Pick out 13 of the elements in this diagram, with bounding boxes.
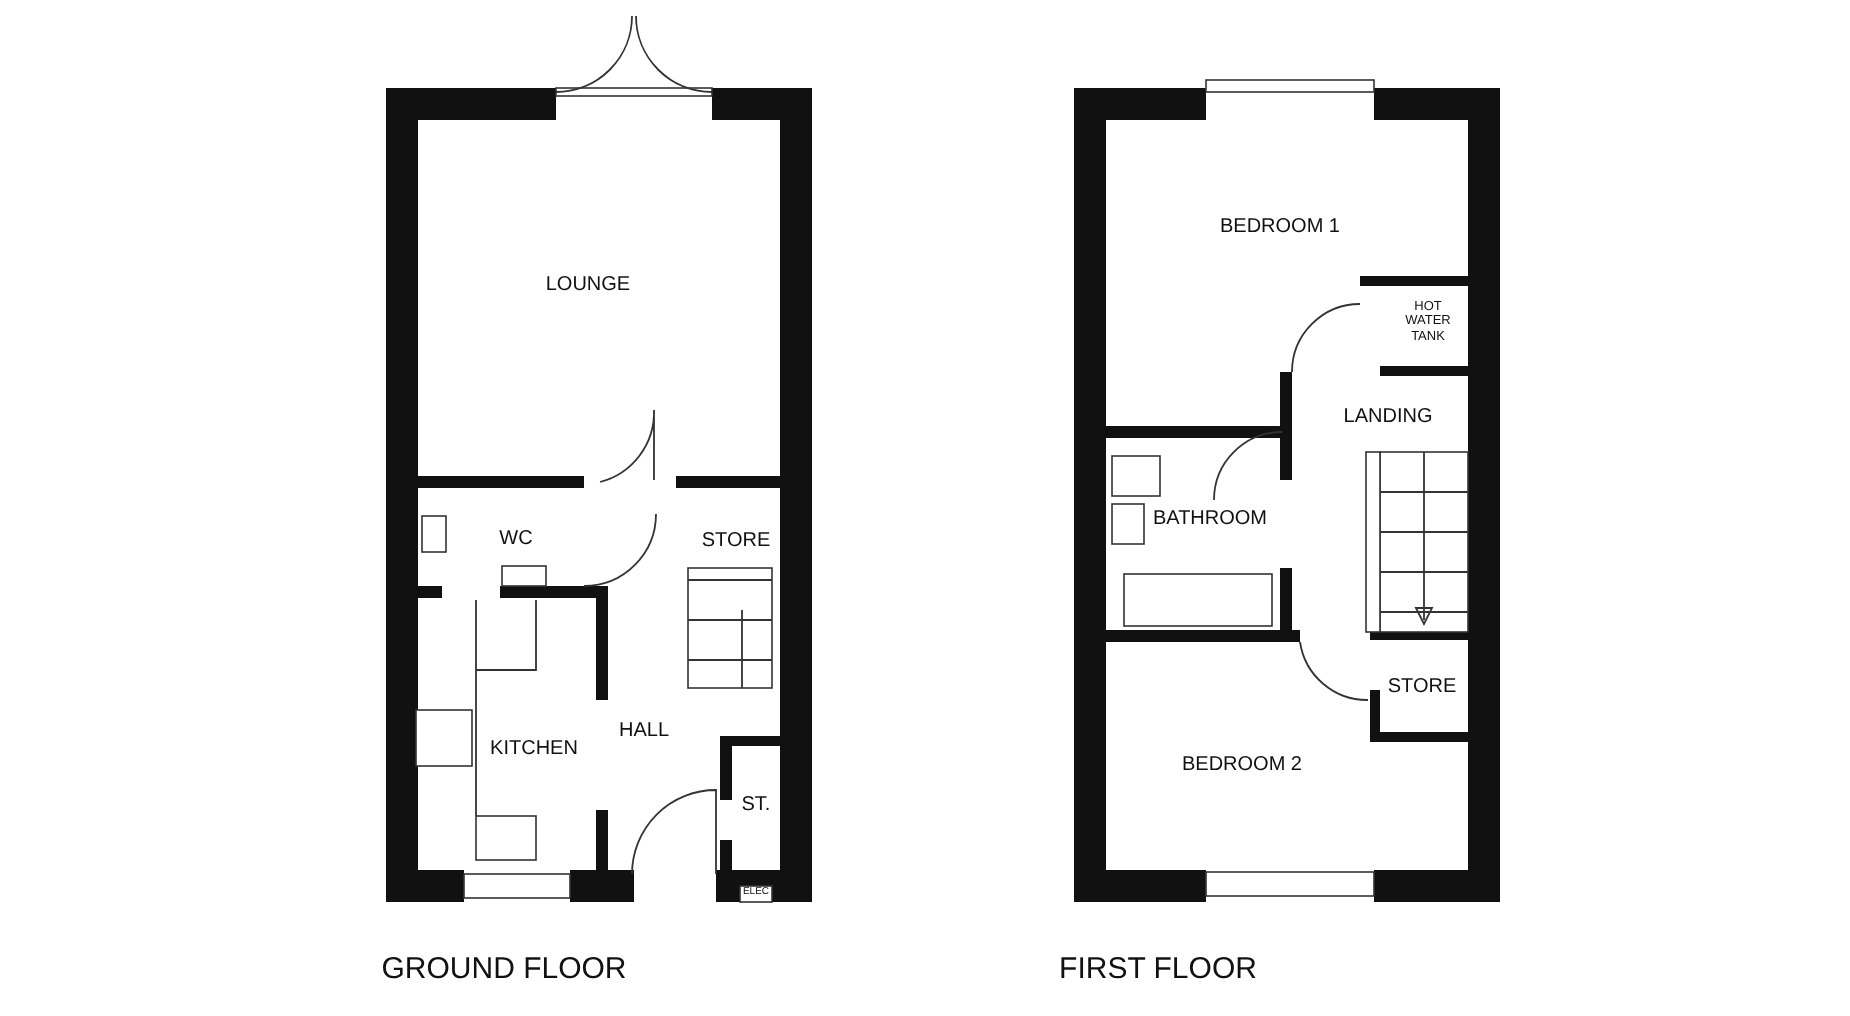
room-label: LANDING bbox=[1341, 406, 1435, 429]
floor-title: FIRST FLOOR bbox=[1057, 951, 1259, 986]
room-label: HALL bbox=[616, 720, 671, 743]
room-label: LOUNGE bbox=[543, 274, 633, 297]
room-label: BEDROOM 1 bbox=[1217, 216, 1342, 239]
room-label: WC bbox=[497, 528, 535, 551]
room-label: BATHROOM bbox=[1150, 508, 1270, 531]
room-label: BEDROOM 2 bbox=[1179, 754, 1304, 777]
room-label: STORE bbox=[1385, 676, 1459, 699]
floor-title: GROUND FLOOR bbox=[379, 951, 629, 986]
room-label: ST. bbox=[739, 794, 773, 817]
room-label: KITCHEN bbox=[488, 738, 580, 761]
room-label: STORE bbox=[699, 530, 773, 553]
